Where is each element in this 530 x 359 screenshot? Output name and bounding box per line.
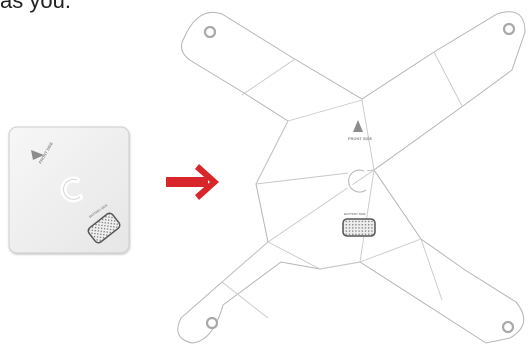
hole-icon: [203, 22, 516, 334]
battery-grid-icon: [87, 212, 121, 244]
template-battery-grid-icon: [342, 218, 376, 237]
template-triangle-icon: [353, 120, 363, 132]
template-battery-label: BATTERY SIDE: [344, 212, 366, 216]
unfolded-template: FRONT SIDE BATTERY SIDE: [177, 11, 526, 344]
triangle-icon: [31, 150, 44, 160]
template-front-label: FRONT SIDE: [348, 136, 373, 141]
arrow-right-icon: [166, 164, 219, 200]
folded-unit: FRONT SIDE BATTERY SIDE: [8, 126, 130, 254]
caption-text: as you.: [0, 0, 71, 13]
